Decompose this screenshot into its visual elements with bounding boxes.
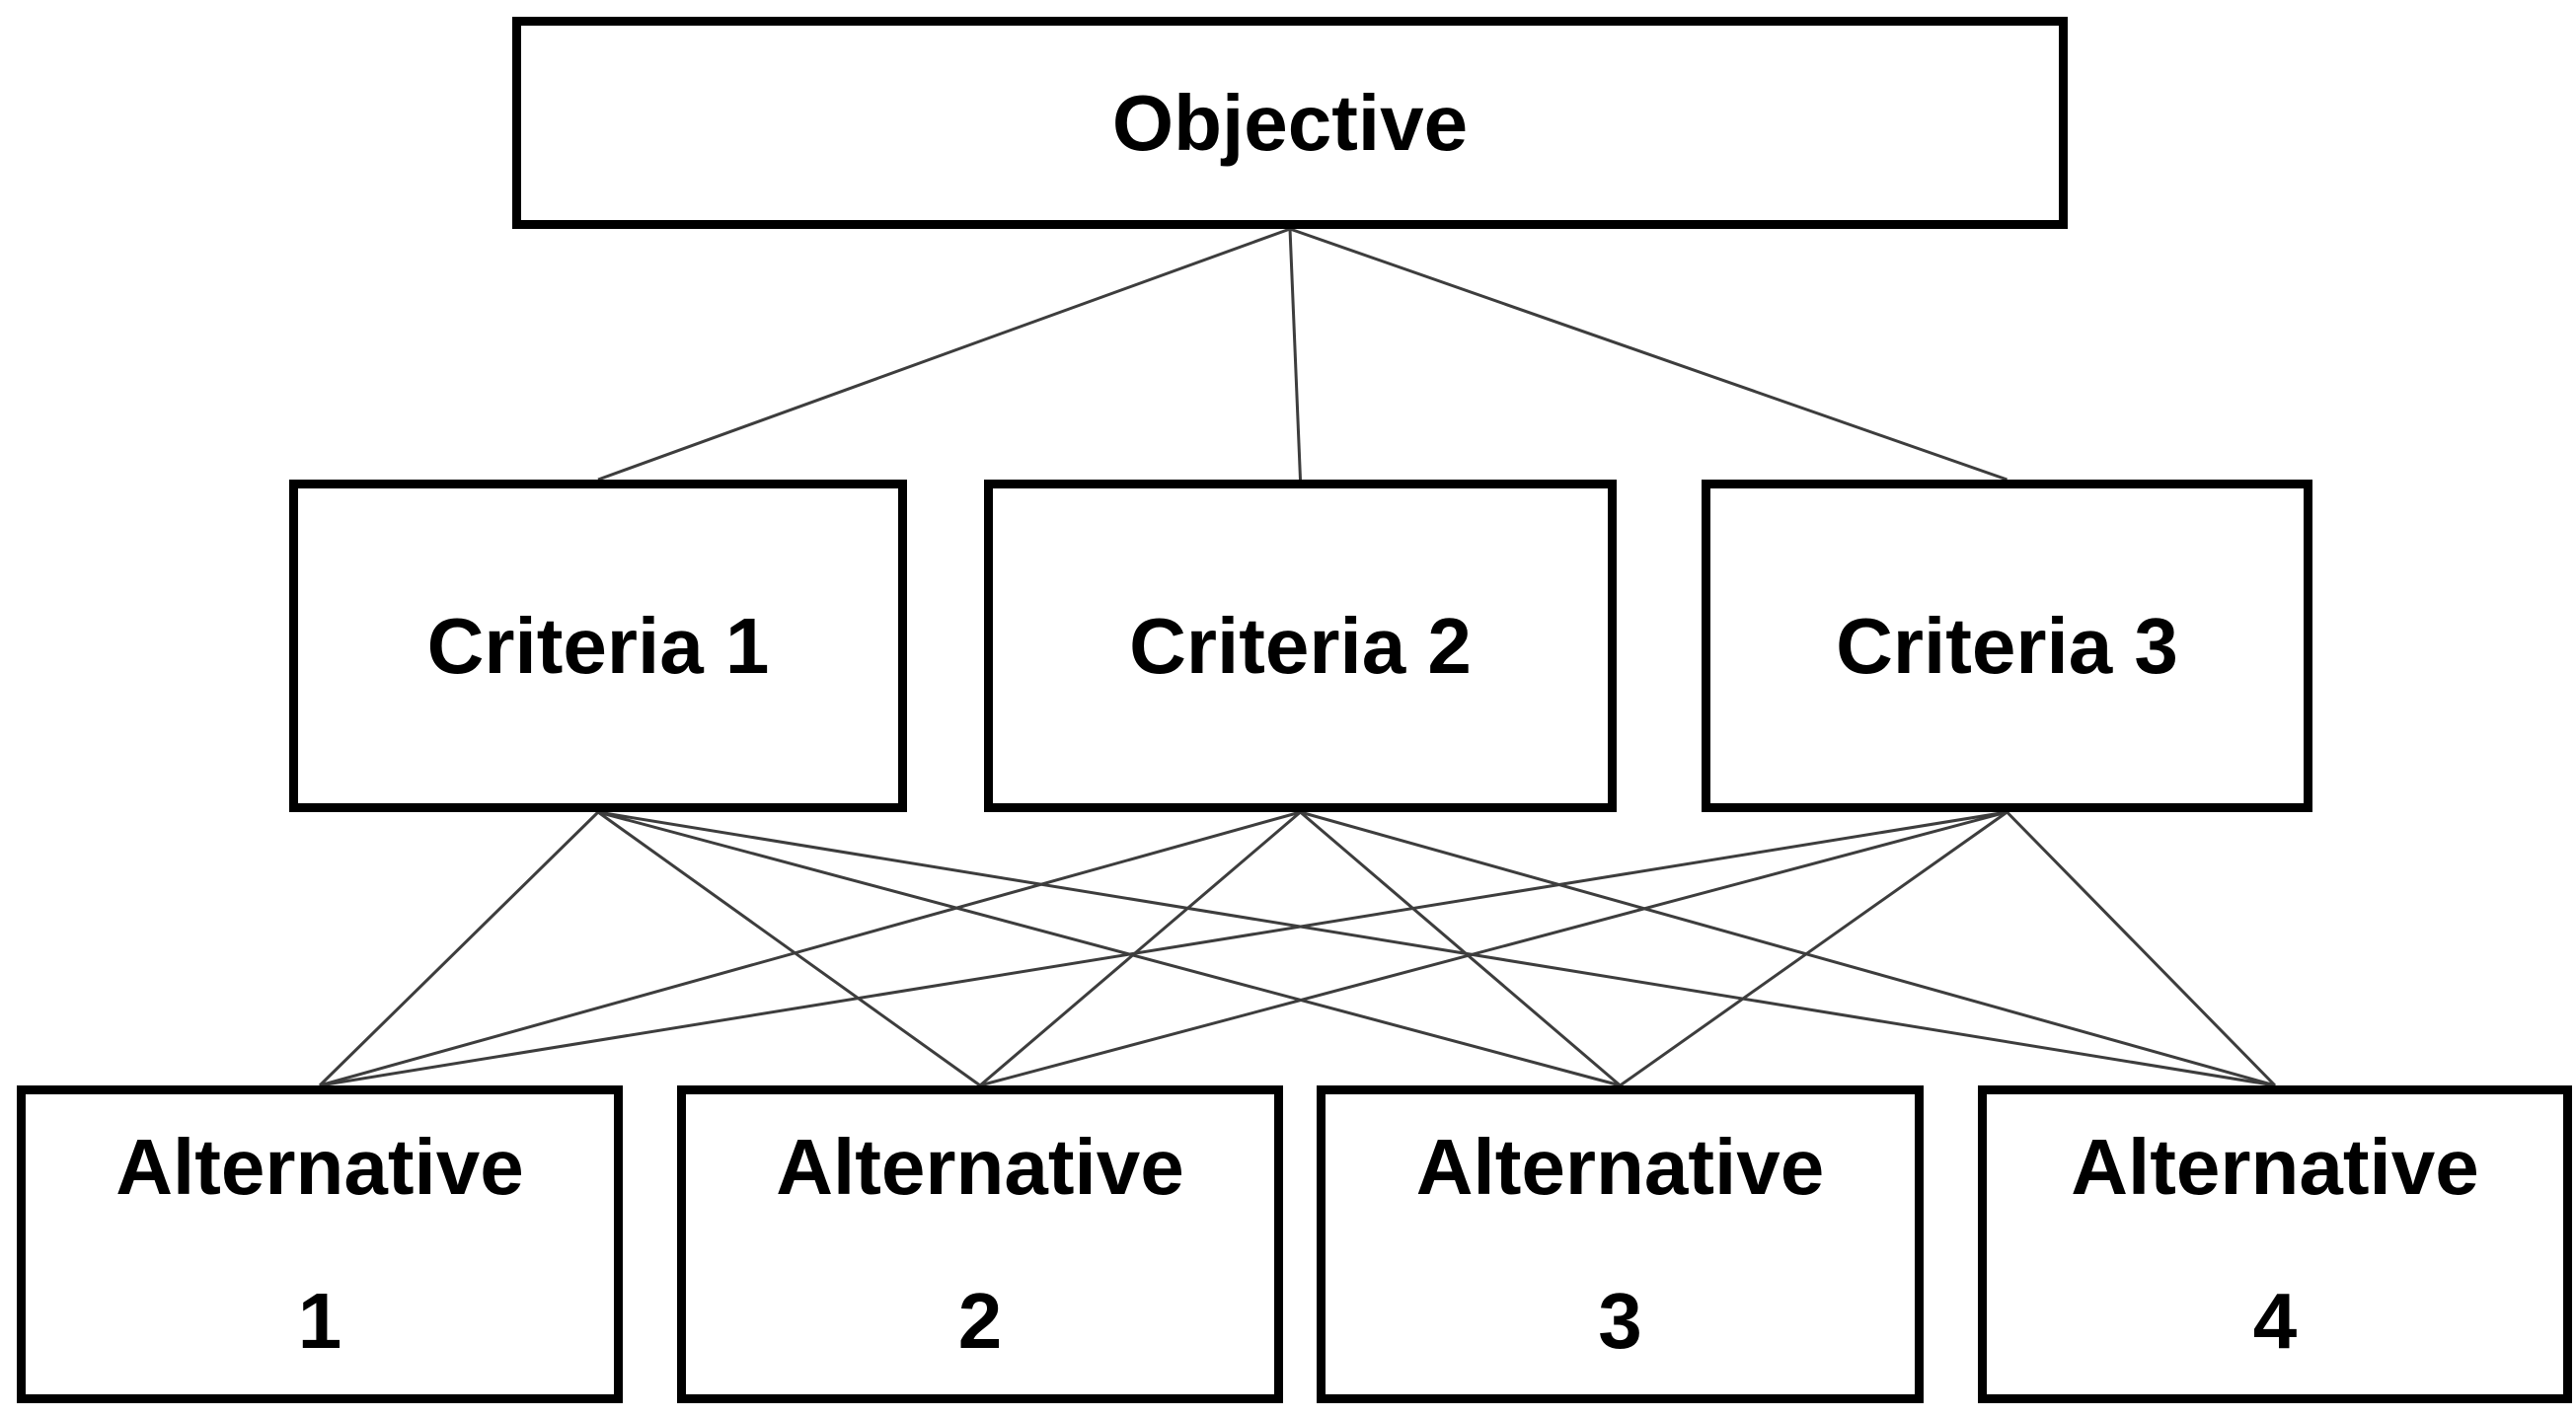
criteria-1-label: Criteria 1 <box>426 601 770 690</box>
node-objective: Objective <box>512 17 2068 229</box>
criteria-2-label: Criteria 2 <box>1129 601 1472 690</box>
alternative-4-label-line1: Alternative <box>2071 1123 2479 1211</box>
criteria-3-label: Criteria 3 <box>1836 601 2178 690</box>
node-alternative-2: Alternative 2 <box>677 1085 1283 1403</box>
node-criteria-2: Criteria 2 <box>984 480 1617 812</box>
objective-label: Objective <box>1111 78 1469 167</box>
alternative-1-label-line1: Alternative <box>115 1123 524 1211</box>
alternative-2-label-line2: 2 <box>957 1277 1003 1365</box>
alternative-3-label-line2: 3 <box>1598 1277 1642 1365</box>
alternative-1-label-line2: 1 <box>297 1277 342 1365</box>
node-alternative-3: Alternative 3 <box>1317 1085 1924 1403</box>
alternative-3-label-line1: Alternative <box>1415 1123 1825 1211</box>
node-criteria-1: Criteria 1 <box>289 480 907 812</box>
alternative-4-label-line2: 4 <box>2252 1277 2298 1365</box>
node-criteria-3: Criteria 3 <box>1702 480 2312 812</box>
alternative-2-label-line1: Alternative <box>776 1123 1184 1211</box>
node-alternative-4: Alternative 4 <box>1978 1085 2572 1403</box>
node-alternative-1: Alternative 1 <box>17 1085 623 1403</box>
